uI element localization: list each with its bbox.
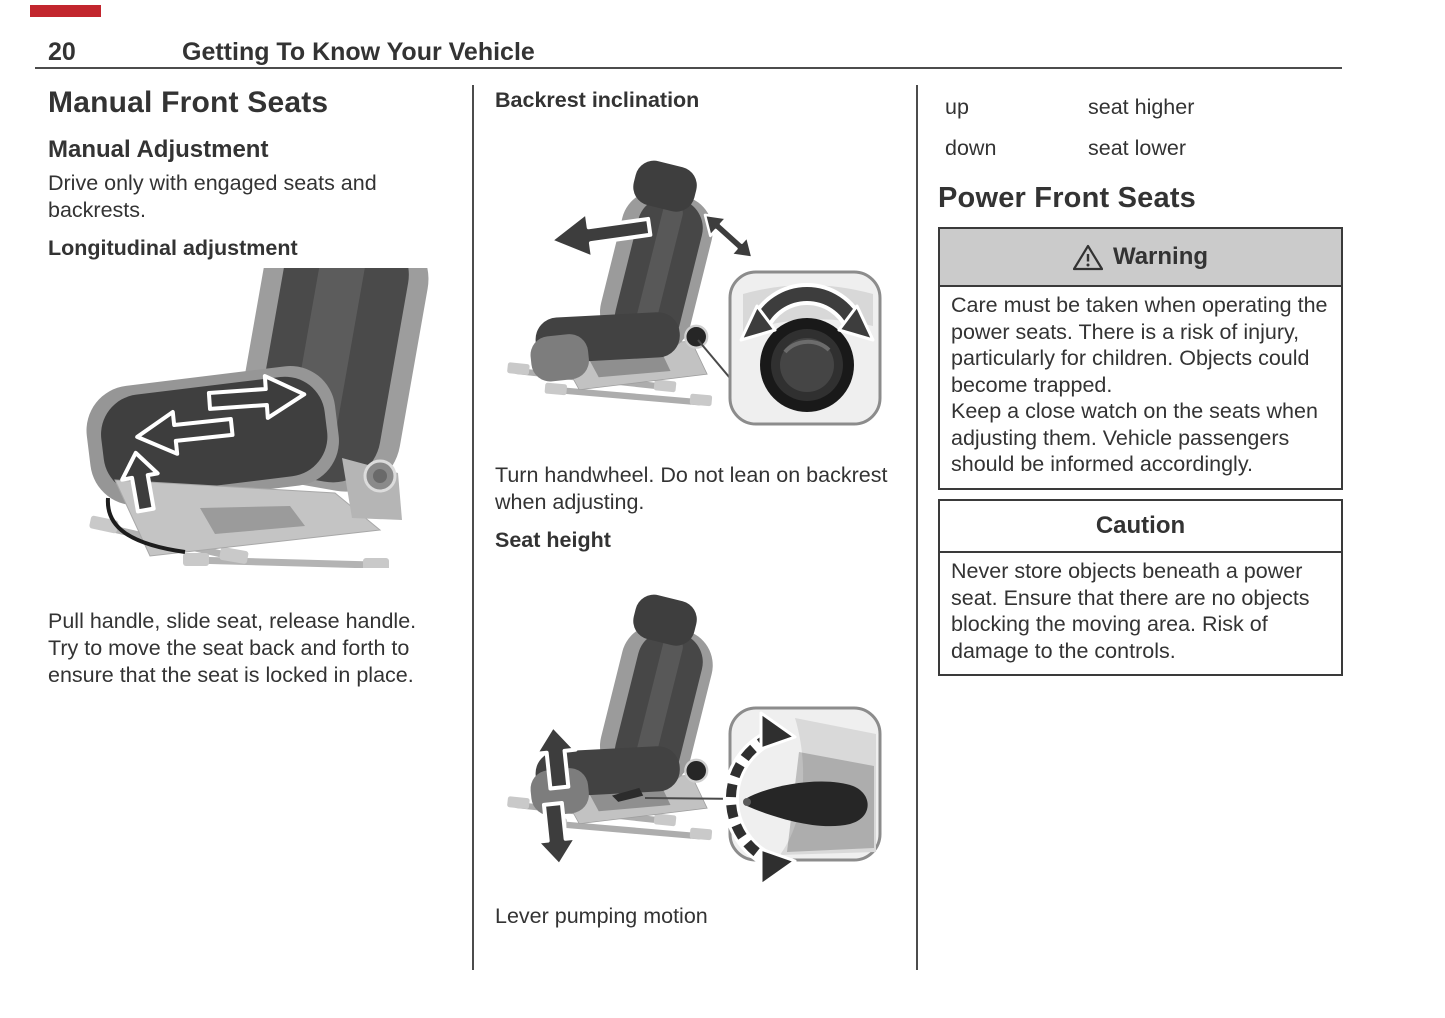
warning-title: Warning <box>1112 243 1209 270</box>
arrow-left-icon <box>135 410 235 456</box>
warning-paragraph-2: Keep a close watch on the seats when adj… <box>951 399 1318 476</box>
label-seat-height: Seat height <box>495 528 611 552</box>
red-highlight-marker <box>30 5 101 17</box>
label-backrest-inclination: Backrest inclination <box>495 88 700 112</box>
definition-desc-up: seat higher <box>1088 95 1195 119</box>
arrow-double-icon <box>703 213 754 259</box>
warning-paragraph-1: Care must be taken when operating the po… <box>951 293 1328 397</box>
column-divider-left <box>472 85 474 970</box>
caution-box-body: Never store objects beneath a power seat… <box>951 559 1310 663</box>
rotate-arrow-icon <box>739 283 875 342</box>
header-rule <box>35 67 1342 69</box>
seat <box>507 160 713 407</box>
caution-box-header: Caution <box>940 501 1341 553</box>
height-lever-on-seat <box>612 787 644 802</box>
definition-desc-down: seat lower <box>1088 136 1186 160</box>
seat-height-lever-illustration <box>507 594 882 886</box>
seat <box>507 594 713 841</box>
section-heading-manual-front-seats: Manual Front Seats <box>48 86 329 119</box>
warning-box-header: Warning <box>940 229 1341 287</box>
definition-term-down: down <box>945 136 997 160</box>
definition-term-up: up <box>945 95 969 119</box>
handwheel-inset <box>728 270 882 426</box>
arrow-down-icon <box>534 800 579 868</box>
lever-inset <box>723 706 882 886</box>
arrow-right-icon <box>206 374 307 420</box>
seat-backrest-handwheel-illustration <box>507 160 882 426</box>
page-number: 20 <box>48 38 76 66</box>
arrow-left-icon <box>548 210 653 260</box>
height-lever <box>747 781 868 827</box>
warning-triangle-icon <box>1072 244 1103 270</box>
label-longitudinal-adjustment: Longitudinal adjustment <box>48 236 298 260</box>
handwheel-instructions: Turn handwheel. Do not lean on backrest … <box>495 463 888 514</box>
column-divider-right <box>916 85 918 970</box>
intro-paragraph: Drive only with engaged seats and backre… <box>48 171 377 222</box>
section-heading-power-front-seats: Power Front Seats <box>938 182 1197 214</box>
pull-handle <box>105 497 186 554</box>
pump-arrow-icon <box>723 711 797 886</box>
lever-caption: Lever pumping motion <box>495 904 708 928</box>
recliner-handwheel <box>684 324 709 349</box>
caution-title: Caution <box>1095 512 1186 539</box>
warning-box-body: Care must be taken when operating the po… <box>940 287 1341 488</box>
arrow-up-icon <box>120 450 160 514</box>
subheading-manual-adjustment: Manual Adjustment <box>48 136 269 163</box>
warning-box: Warning Care must be taken when operatin… <box>938 227 1343 490</box>
caution-box: Caution Never store objects beneath a po… <box>938 499 1343 676</box>
seat-longitudinal-adjustment-illustration <box>86 268 429 568</box>
page-title: Getting To Know Your Vehicle <box>182 38 535 66</box>
longitudinal-instructions: Pull handle, slide seat, release handle.… <box>48 609 417 687</box>
arrow-up-icon <box>533 723 578 791</box>
